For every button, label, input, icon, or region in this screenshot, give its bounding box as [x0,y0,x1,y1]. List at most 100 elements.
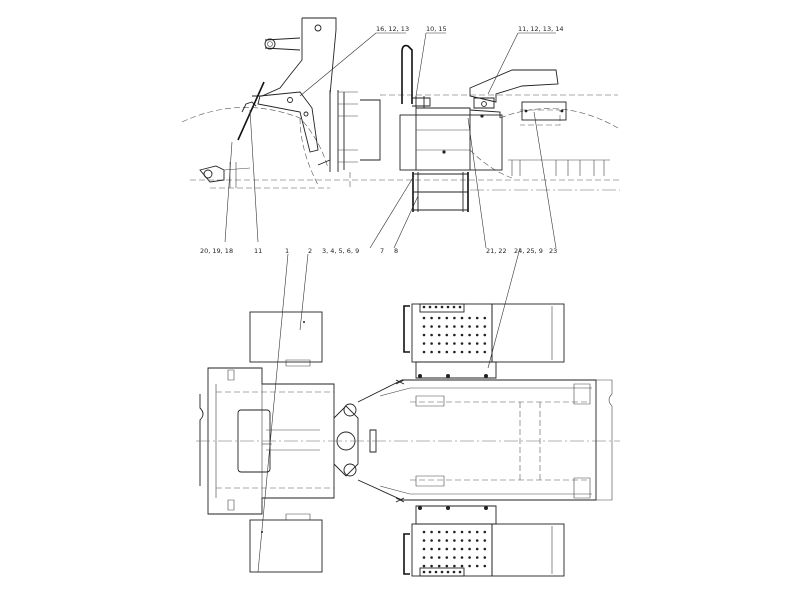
rear-frame [357,379,597,501]
boom-body [302,17,337,166]
grate-hole [445,325,449,328]
callout-11-12-13-14: 11, 12, 13, 14 [518,25,563,33]
grate-hole [460,556,464,559]
tool-box [521,101,567,121]
grate-hole [453,325,456,328]
grate-hole [468,556,471,559]
grate-hole [475,316,479,320]
front-lug [264,38,276,50]
grate-hole [453,530,456,534]
grate-hole [422,342,426,345]
grate-hole [483,325,487,328]
front-box-bottom [249,519,323,573]
grate-hole [428,570,432,574]
handrail-top [403,305,410,353]
grate-hole [437,333,441,337]
grate-hole [453,539,456,542]
grate-hole [445,316,449,320]
grate-hole [483,333,487,337]
callout-20-19-18: 20, 19, 18 [200,247,233,255]
grate-hole [445,556,449,559]
tool-box-top [491,303,565,363]
grate-hole [483,564,487,568]
grate-hole [422,539,426,542]
grate-hole [437,342,441,345]
step-bracket [469,69,559,103]
grate-hole [452,570,456,574]
grate-hole [430,333,433,337]
grate-hole [460,539,464,542]
grate-hole [475,556,479,559]
grate-hole [460,342,464,345]
grate-hole [475,342,479,345]
callout-3-4-5-6-9: 3, 4, 5, 6, 9 [322,247,359,255]
grate-hole [445,530,449,534]
callout-21-22: 21, 22 [486,247,507,255]
grate-hole [483,316,487,320]
grate-hole [460,530,464,534]
grate-hole [422,530,426,534]
plan-view [196,303,620,577]
grate-hole [458,305,462,309]
grate-hole [422,305,426,309]
grate-hole [468,564,471,568]
grate-hole [430,316,433,320]
grate-hole [468,547,471,551]
grate-hole [468,333,471,337]
grate-hole [483,530,487,534]
grate-hole [422,350,426,354]
grate-hole [453,342,456,345]
grate-hole [453,547,456,551]
grate-hole [475,539,479,542]
grate-hole [460,333,464,337]
grate-hole [445,342,449,345]
grate-hole [446,305,450,309]
grate-hole [422,570,426,574]
side-view [181,17,620,212]
grate-hole [445,564,449,568]
grate-hole [445,333,449,337]
handrail [401,44,413,104]
grate-hole [437,350,441,354]
grate-hole [422,564,426,568]
grate-hole [460,325,464,328]
grate-hole [437,556,441,559]
grate-hole [428,305,432,309]
grate-hole [452,305,456,309]
rear-wheel-arc [499,108,619,129]
grate-hole [468,350,471,354]
tool-box-bottom [491,523,565,577]
grate-hole [468,539,471,542]
rear-hitch [199,165,225,183]
grate-hole [430,547,433,551]
grate-hole [475,530,479,534]
callout-11: 11 [254,247,262,255]
grate-hole [458,570,462,574]
grate-hole [422,556,426,559]
grate-perforations [422,305,487,574]
grate-hole [483,539,487,542]
grate-hole [445,539,449,542]
front-box-top [249,311,323,363]
grate-hole [475,333,479,337]
handrail-bottom [403,533,410,575]
step-box [399,114,503,171]
grate-hole [468,530,471,534]
grate-hole [453,556,456,559]
grate-hole [430,556,433,559]
grate-hole [430,325,433,328]
grate-hole [460,350,464,354]
pivot-hole [314,24,322,32]
grate-hole [483,556,487,559]
grate-hole [446,570,450,574]
grate-hole [440,305,444,309]
grate-hole [422,325,426,328]
grate-hole [468,316,471,320]
grate-hole [483,350,487,354]
grate-hole [460,316,464,320]
grate-hole [453,350,456,354]
callout-24-25-9: 24, 25, 9 [514,247,543,255]
grate-hole [422,333,426,337]
callout-16-12-13: 16, 12, 13 [376,25,409,33]
